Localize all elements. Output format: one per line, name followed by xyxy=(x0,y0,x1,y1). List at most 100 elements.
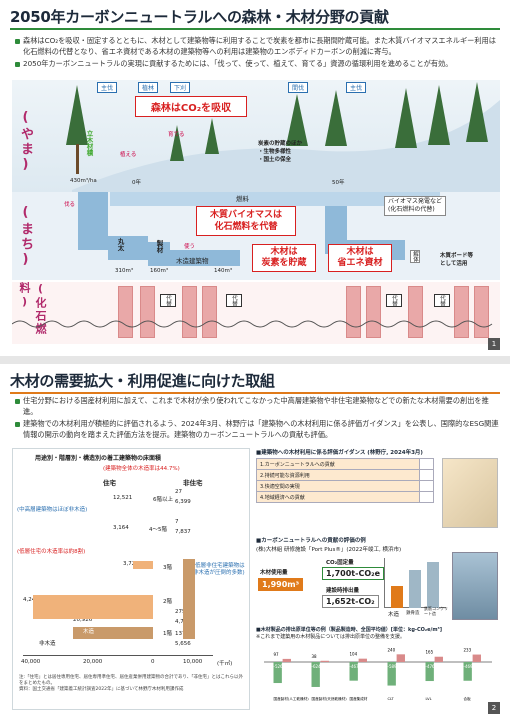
bar-wood xyxy=(133,561,153,569)
col-nonhousing: 非住宅 xyxy=(183,479,203,487)
label-grow: 育てる xyxy=(168,132,185,138)
page-title: 2050年カーボンニュートラルへの森林・木材分野の貢献 xyxy=(10,8,389,26)
label-use: 使う xyxy=(184,244,196,250)
flow-arrow xyxy=(110,192,440,206)
log-label: 丸太 xyxy=(116,238,124,251)
emission-negative-label: -526 xyxy=(274,664,284,669)
value-label: 7 xyxy=(175,519,179,525)
value-label: 4,243 xyxy=(23,597,39,603)
fossil-column xyxy=(366,286,381,338)
page-title: 木材の需要拡大・利用促進に向けた取組 xyxy=(10,372,275,390)
floor-label: 1階 xyxy=(163,631,172,637)
guidance-row: 4.地域経済への貢献 xyxy=(255,491,421,503)
emission-bar-positive xyxy=(472,654,481,662)
x-tick: 20,000 xyxy=(83,659,103,665)
emission-bar-positive xyxy=(282,658,291,662)
tag-shubatsu: 主伐 xyxy=(97,82,118,93)
bar-wood xyxy=(33,595,153,619)
emission-bar-negative xyxy=(425,662,434,682)
flow-arrow xyxy=(148,242,170,266)
mini-bar-rc xyxy=(427,562,439,608)
mini-legend-rc: 鉄筋コンクリート造 xyxy=(424,606,448,616)
building-photo xyxy=(452,552,498,620)
replace-tag: 代替 xyxy=(434,294,450,307)
page-1: 2050年カーボンニュートラルへの森林・木材分野の貢献 森林はCO₂を吸収・固定… xyxy=(0,0,510,355)
tag-shitakari: 下刈 xyxy=(170,82,191,93)
emission-category-label: 国産製材(人工乾燥材) xyxy=(274,696,310,701)
emission-label: 建設時排出量 xyxy=(326,588,360,594)
guidance-cover-image xyxy=(442,458,498,528)
fossil-column xyxy=(182,286,197,338)
bullet-item: 住宅分野における国産材利用に加えて、これまで木材が余り使われてこなかった中高層建… xyxy=(14,396,500,417)
value-label: 3,726 xyxy=(123,561,139,567)
floor-area-chart: 用途別・階層別・構造別の着工建築物の床面積 (建築物全体の木造率は44.7%) … xyxy=(12,448,250,710)
x-axis xyxy=(23,655,213,656)
floor-label: 4〜5階 xyxy=(149,527,167,533)
volume-430: 430m³/ha xyxy=(70,178,97,184)
bar-nonwood xyxy=(73,627,153,639)
guidance-row: 2.持続可能な資源利用 xyxy=(255,469,421,481)
tree-icon xyxy=(466,82,488,142)
guidance-row: 1.カーボンニュートラルへの貢献 xyxy=(255,458,421,470)
emission-bar-negative xyxy=(463,662,472,681)
chart-title: 用途別・階層別・構造別の着工建築物の床面積 xyxy=(35,455,162,462)
co2-fixed-value: 1,700t-CO₂e xyxy=(322,567,385,580)
emission-category-label: CLT xyxy=(388,697,395,701)
emission-negative-label: -589 xyxy=(388,664,398,669)
band-label-fossil: (化石燃料) xyxy=(18,282,47,336)
page-number: 1 xyxy=(488,338,500,350)
value-label: 4,723 xyxy=(175,619,191,625)
tag-shubatsu-2: 主伐 xyxy=(346,82,367,93)
bullet-item: 建築物での木材利用が積極的に評価されるよう、2024年3月、林野庁は「建築物への… xyxy=(14,419,500,440)
flow-arrow xyxy=(170,250,240,266)
guidance-cell xyxy=(419,458,434,470)
guidance-row: 3.快適空間の実現 xyxy=(255,480,421,492)
year-0: 0年 xyxy=(132,180,141,186)
value-label: 20,926 xyxy=(73,617,93,623)
flow-arrow xyxy=(78,192,108,250)
volume-310: 310m³ xyxy=(115,268,134,274)
mini-bar-wood xyxy=(391,586,403,608)
fossil-column xyxy=(118,286,133,338)
col-housing: 住宅 xyxy=(103,479,116,487)
lumber-label: 製材 xyxy=(155,240,163,253)
volume-160: 160m³ xyxy=(150,268,169,274)
value-label: 12,521 xyxy=(113,495,133,501)
example-panel: ■カーボンニュートラルへの貢献の評価の例 (株)大林組 研修施設「Port Pl… xyxy=(256,536,500,622)
bullet-item: 森林はCO₂を吸収・固定するとともに、木材として建築物等に利用することで炭素を都… xyxy=(14,36,500,57)
value-label: 137 xyxy=(175,631,186,637)
value-label: 3,164 xyxy=(113,525,129,531)
tag-shokurin: 植林 xyxy=(138,82,159,93)
yama-band xyxy=(12,80,500,192)
fossil-column xyxy=(202,286,217,338)
note-midrise: (中高層建築物はほぼ非木造) xyxy=(17,507,88,513)
tree-volume-label: 立木材積 xyxy=(85,130,93,156)
emission-negative-label: -624 xyxy=(312,664,322,669)
label-cut: 伐る xyxy=(64,202,76,208)
tree-icon xyxy=(66,85,88,145)
tree-icon xyxy=(286,94,308,146)
bar-nonwood-right xyxy=(183,559,195,639)
guidance-cell xyxy=(419,480,434,492)
emission-bar-positive xyxy=(320,660,329,662)
emission-category-label: 国産集成材 xyxy=(350,696,368,701)
plant-label: バイオマス発電など (化石燃料の代替) xyxy=(384,196,447,216)
emission-value-label: 165 xyxy=(426,650,434,655)
fossil-column xyxy=(454,286,469,338)
emission-chart-panel: ■木材製品の排出原単位等の例（製品製造時、全国平均値）[単位：kg-CO₂e/m… xyxy=(256,626,500,712)
emission-bar-negative xyxy=(311,662,320,687)
forest-absorb-label: 森林はCO₂を吸収 xyxy=(135,96,247,117)
emission-negative-label: -467 xyxy=(350,664,360,669)
title-underline xyxy=(10,392,500,394)
emission-bar-positive xyxy=(358,658,367,662)
fossil-band xyxy=(12,282,500,344)
note-right: (低層非住宅建築物は非木造が圧倒的多数) xyxy=(193,563,245,576)
emission-chart-subtitle: ※これまで建築用の木材製品については排出原単位の整備を支援。 xyxy=(256,634,405,640)
emission-chart-title: ■木材製品の排出原単位等の例（製品製造時、全国平均値）[単位：kg-CO₂e/m… xyxy=(256,627,443,633)
mini-legend-wood: 木造 xyxy=(388,612,400,618)
emission-bar-negative xyxy=(273,662,282,684)
wave-line xyxy=(12,320,493,328)
wood-use-label: 木材使用量 xyxy=(260,570,288,576)
x-tick: 40,000 xyxy=(21,659,41,665)
guidance-panel: ■建築物への木材利用に係る評価ガイダンス (林野庁, 2024年3月) 1.カー… xyxy=(255,448,500,532)
